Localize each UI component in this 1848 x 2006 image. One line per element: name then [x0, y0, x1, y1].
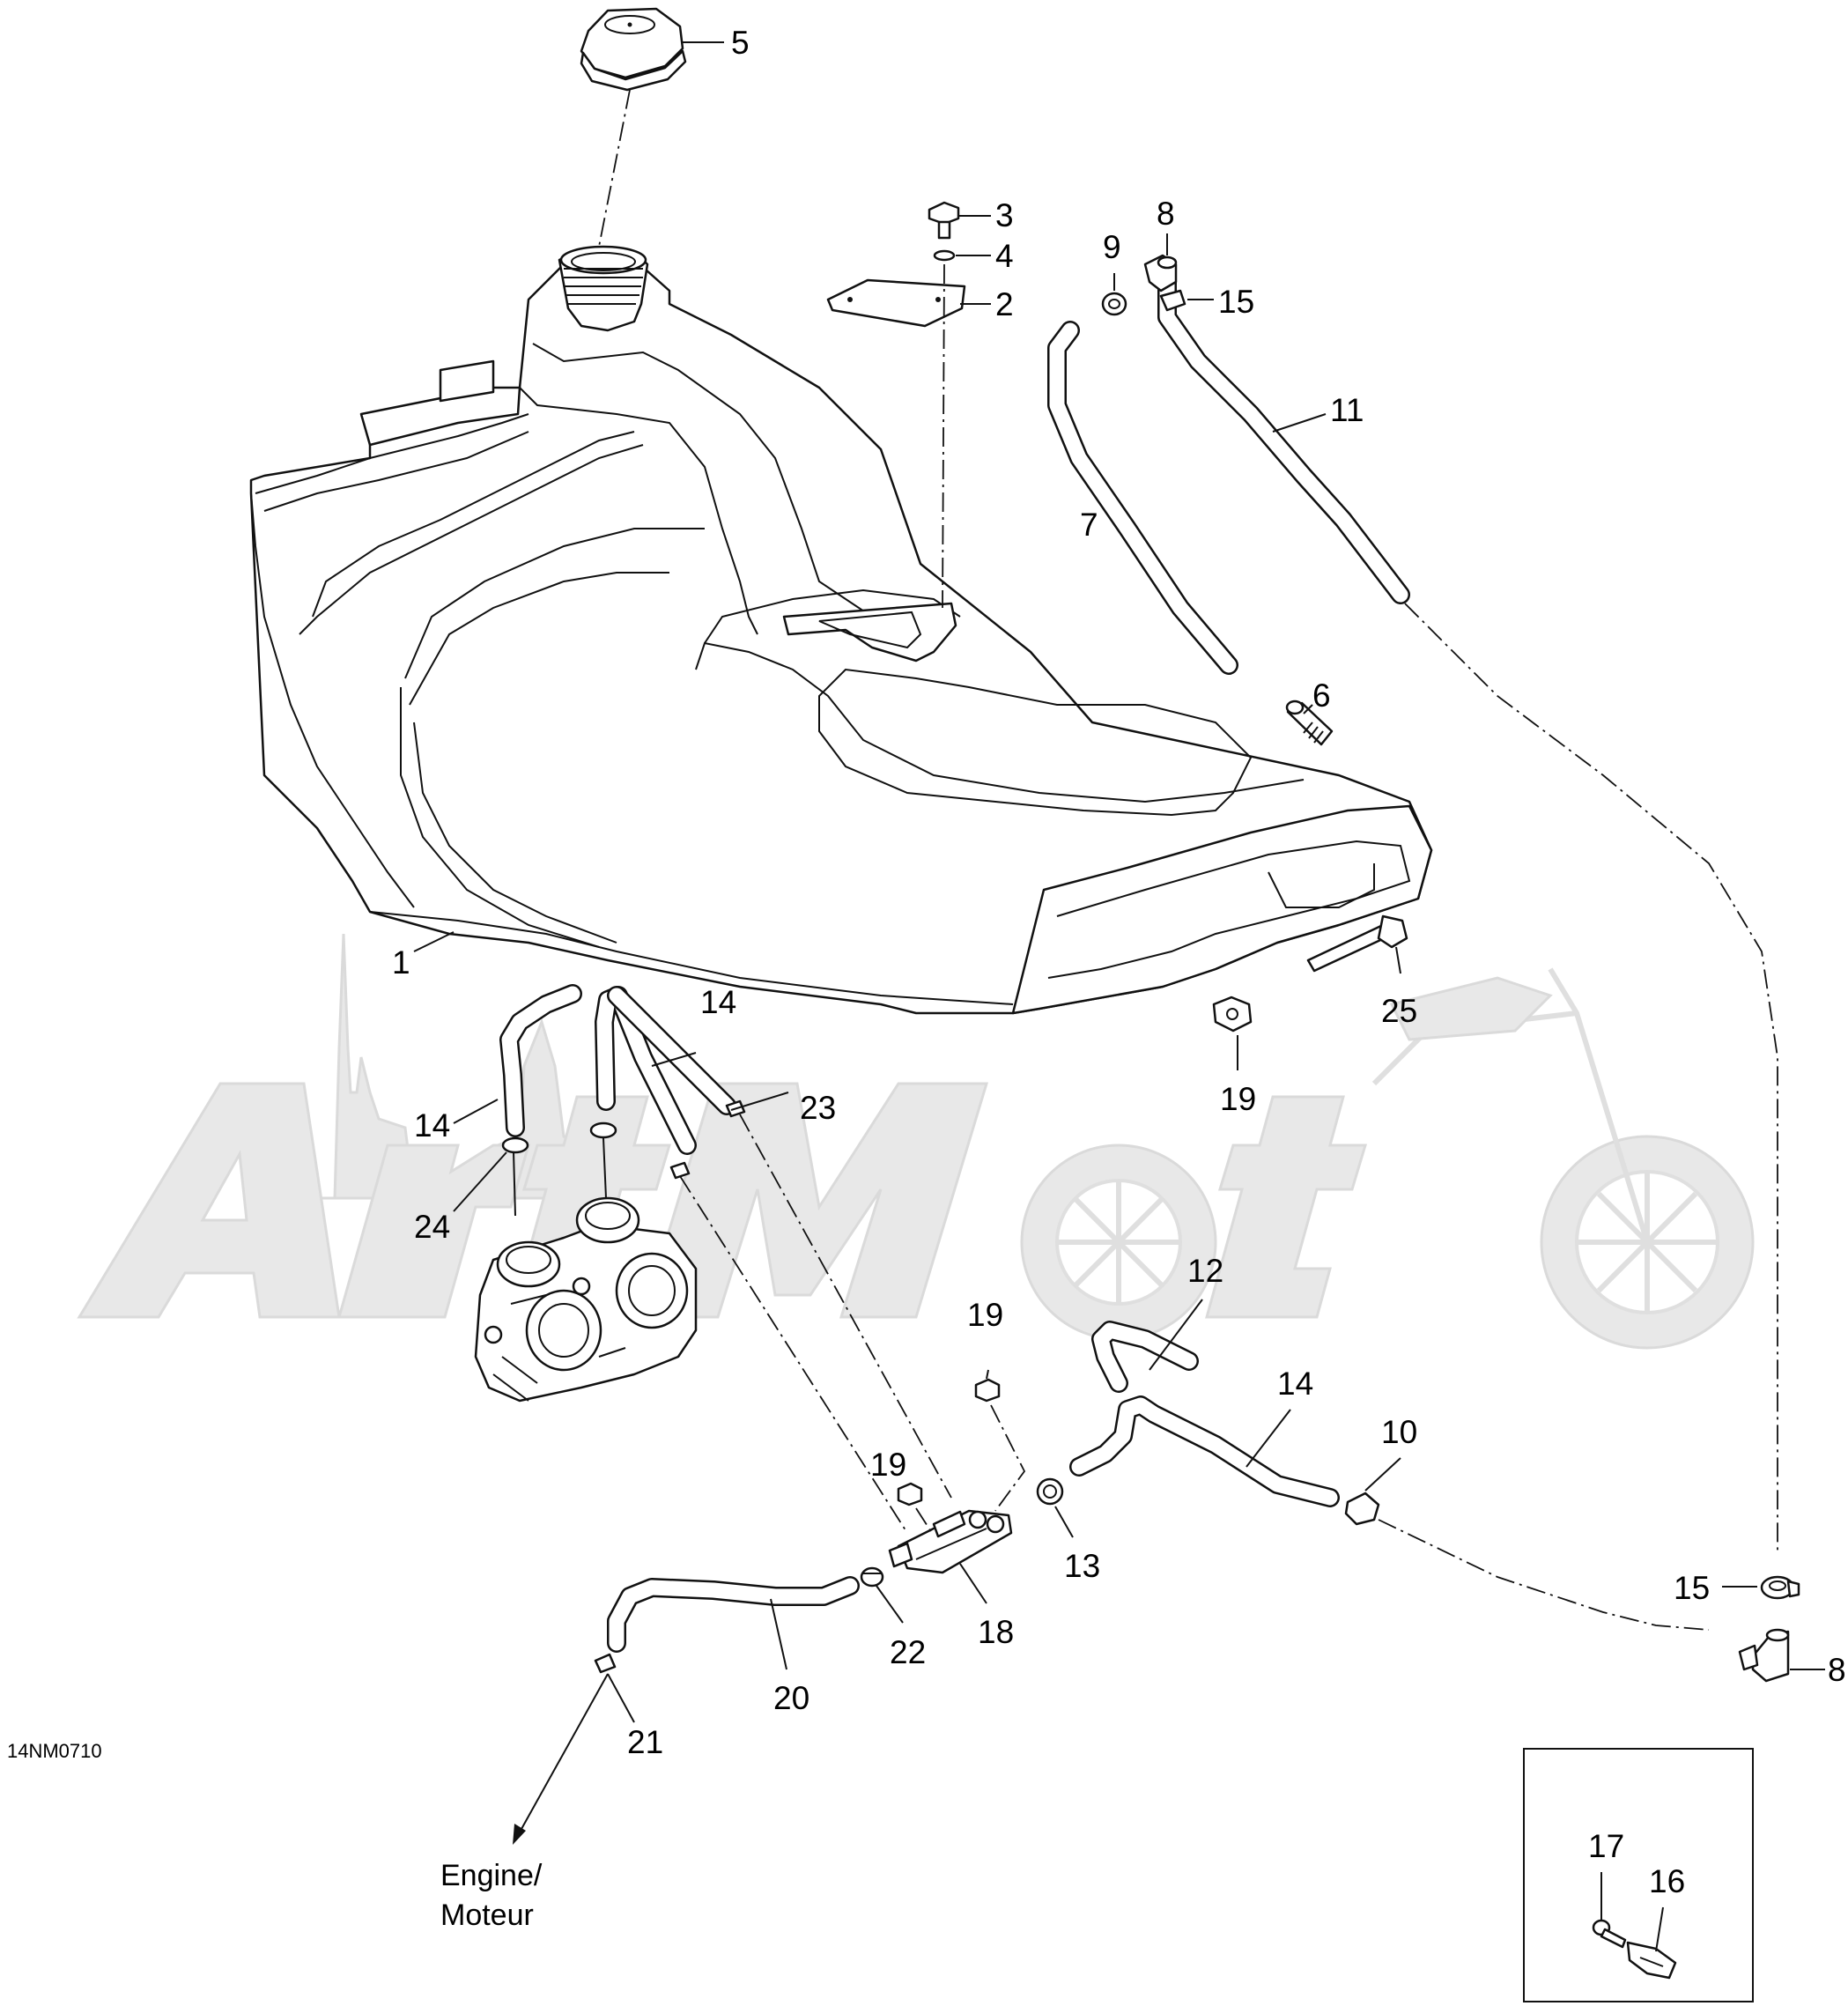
callout-23: 23 [800, 1090, 836, 1126]
elbow-fitting-bottom [1738, 1628, 1790, 1683]
callout-9: 9 [1103, 229, 1121, 265]
bolt [928, 201, 960, 240]
callout-15-top: 15 [1218, 284, 1254, 320]
callout-22: 22 [890, 1634, 926, 1670]
callout-10: 10 [1381, 1414, 1417, 1450]
elbow-fitting-top [1143, 254, 1178, 292]
leader-lines [413, 41, 1825, 1952]
callout-4: 4 [995, 238, 1014, 274]
callout-16: 16 [1649, 1863, 1685, 1899]
hose-clamp-bottom [1760, 1575, 1800, 1600]
small-clamp-23 [669, 1099, 746, 1180]
plate-axis-line [942, 263, 945, 609]
washer [933, 249, 956, 262]
vent-route-line [1404, 603, 1778, 1551]
callout-3: 3 [995, 197, 1014, 233]
callout-14-top: 14 [700, 984, 736, 1020]
return-route-line [1378, 1519, 1710, 1631]
callout-11: 11 [1330, 392, 1364, 428]
carb-route-line-2 [739, 1114, 952, 1499]
vent-hose-7 [1047, 321, 1238, 675]
callout-labels: 5 3 4 2 9 8 15 11 7 6 1 14 25 14 23 19 2… [392, 25, 1846, 1899]
callout-19-tank: 19 [1220, 1081, 1256, 1117]
callout-19-lower: 19 [870, 1447, 906, 1483]
callout-24: 24 [414, 1209, 450, 1245]
detail-inset [1523, 1748, 1754, 2002]
callout-6: 6 [1312, 677, 1331, 714]
fuel-hose-20 [607, 1576, 860, 1653]
hose-clamp-21 [594, 1653, 617, 1674]
callout-21: 21 [627, 1724, 663, 1760]
nut-19-tank [1212, 996, 1253, 1033]
callout-25: 25 [1381, 993, 1417, 1029]
callout-12: 12 [1187, 1253, 1223, 1289]
callout-13: 13 [1064, 1548, 1100, 1584]
callout-15-bottom: 15 [1674, 1570, 1710, 1606]
callout-2: 2 [995, 286, 1014, 322]
fuel-tank [249, 245, 1433, 1015]
ring-10 [1344, 1492, 1380, 1526]
nut-lower-line [915, 1507, 933, 1534]
callout-20: 20 [773, 1680, 809, 1716]
fuel-manifold [888, 1509, 1013, 1574]
callout-8-top: 8 [1157, 196, 1175, 232]
nut-19-lower [897, 1482, 923, 1506]
fuel-hose-12 [1091, 1321, 1199, 1393]
diagram-code: 14NM0710 [7, 1740, 102, 1762]
callout-17: 17 [1588, 1828, 1624, 1864]
vent-hose-11 [1157, 272, 1410, 604]
cap-axis-line [598, 89, 631, 248]
callout-19-upper: 19 [967, 1297, 1003, 1333]
fuel-hose-14 [1069, 1395, 1340, 1507]
engine-label-line1: Engine/ [440, 1859, 543, 1892]
retaining-plate [826, 278, 966, 328]
callout-8-bottom: 8 [1828, 1652, 1846, 1688]
callout-18: 18 [978, 1614, 1014, 1650]
engine-arrow [513, 1673, 609, 1845]
callout-1: 1 [392, 944, 410, 981]
fuel-cap [580, 7, 687, 92]
nut-upper-line [990, 1404, 1026, 1512]
carb-route-line-1 [679, 1175, 908, 1534]
ring-13 [1036, 1477, 1064, 1506]
check-valve [1101, 292, 1127, 316]
carb-vent-hoses [499, 984, 736, 1155]
hose-clamp-top [1159, 289, 1186, 312]
hose-clamp-22 [860, 1566, 884, 1588]
vent-fitting [1285, 700, 1334, 746]
nut-19-upper [974, 1378, 1001, 1403]
carburetor-assembly [474, 1196, 698, 1403]
callout-14-right: 14 [1277, 1366, 1313, 1402]
engine-label-line2: Moteur [440, 1899, 534, 1932]
hose-clamp-carb [501, 1121, 617, 1154]
mounting-bolt [1306, 914, 1408, 973]
callout-7: 7 [1080, 507, 1098, 543]
callout-14-left: 14 [414, 1107, 450, 1144]
callout-5: 5 [731, 25, 750, 61]
